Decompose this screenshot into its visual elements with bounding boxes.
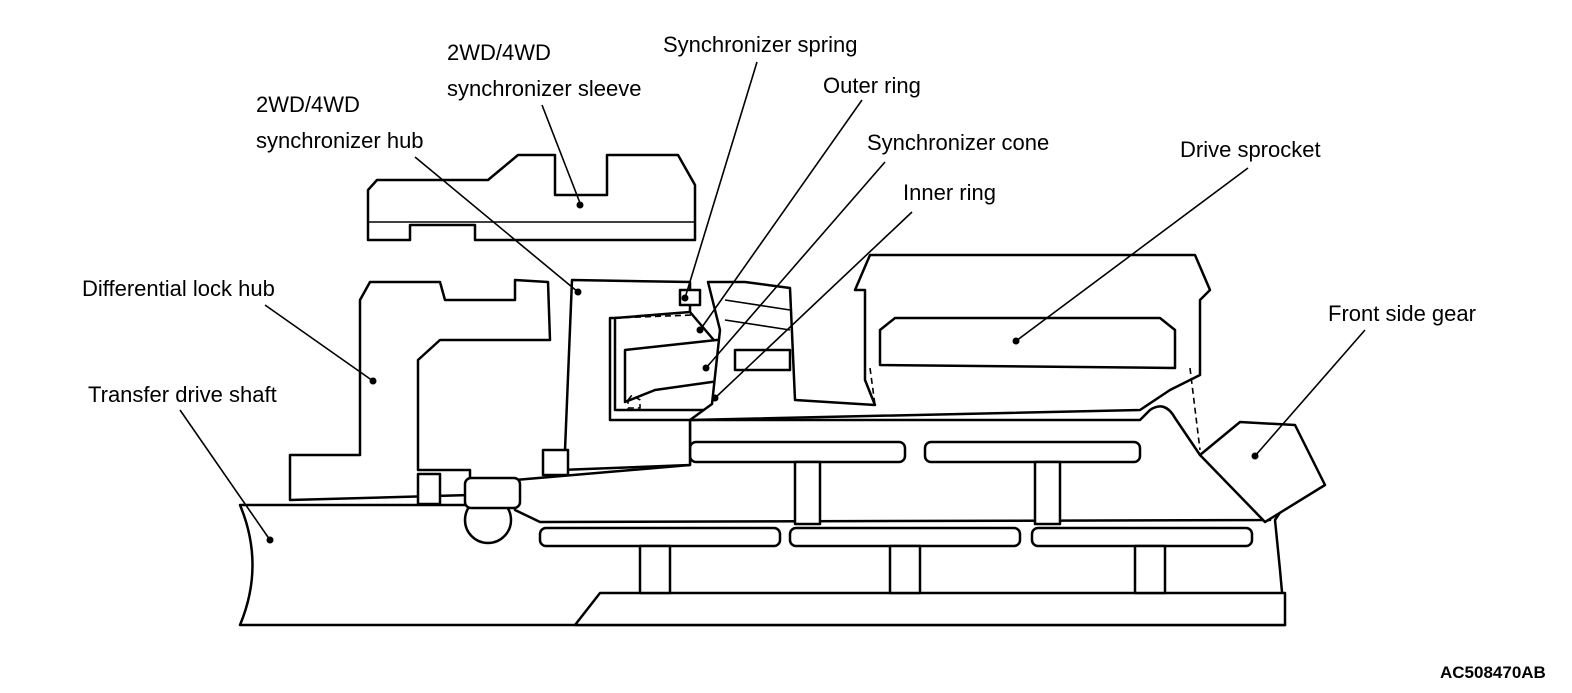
- label-sleeve-line1: 2WD/4WD: [447, 40, 551, 65]
- label-inner-ring: Inner ring: [903, 180, 996, 205]
- label-drive-sprocket: Drive sprocket: [1180, 137, 1321, 162]
- base-plate: [573, 591, 1287, 627]
- label-front-side-gear: Front side gear: [1328, 301, 1476, 326]
- label-synchronizer-cone: Synchronizer cone: [867, 130, 1049, 155]
- label-hub-line1: 2WD/4WD: [256, 92, 360, 117]
- label-outer-ring: Outer ring: [823, 73, 921, 98]
- upper-bearings: [688, 440, 1142, 526]
- lower-bearings: [538, 526, 1254, 595]
- differential-lock-hub-part: [288, 278, 552, 502]
- label-transfer-drive-shaft: Transfer drive shaft: [88, 382, 277, 407]
- drive-sprocket-part: [878, 316, 1177, 370]
- label-synchronizer-spring: Synchronizer spring: [663, 32, 857, 57]
- synchronizer-sleeve-part: [366, 153, 697, 242]
- leader-lines: [179, 61, 1366, 544]
- front-side-gear-part: [1198, 420, 1327, 524]
- label-differential-lock-hub: Differential lock hub: [82, 276, 275, 301]
- synchronizer-hub-part: [558, 278, 692, 472]
- label-hub-line2: synchronizer hub: [256, 128, 424, 153]
- label-sleeve-line2: synchronizer sleeve: [447, 76, 641, 101]
- figure-code: AC508470AB: [1440, 663, 1546, 682]
